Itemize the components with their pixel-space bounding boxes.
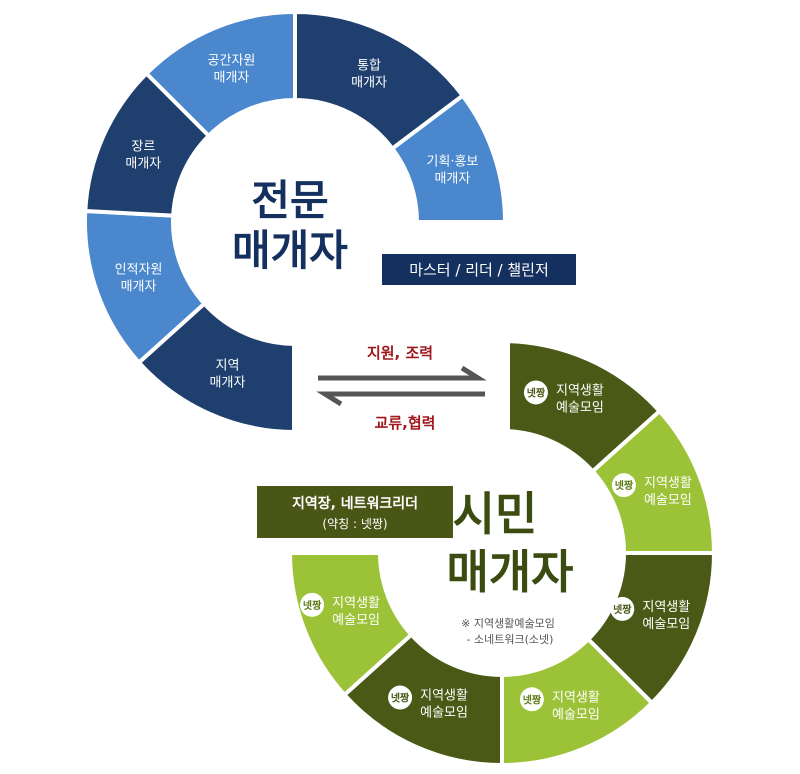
citizen-segment-label-line1: 지역생활	[552, 690, 600, 705]
expert-title-line1: 전문	[251, 176, 328, 225]
citizen-segment-label-line1: 지역생활	[332, 596, 380, 611]
expert-segment-label-line2: 매개자	[210, 376, 246, 391]
citizen-segment-label-line2: 예술모임	[644, 493, 692, 508]
citizen-title-line1: 시민	[453, 487, 538, 541]
arrow-left-icon	[316, 391, 485, 407]
expert-segment-label-line2: 매개자	[125, 156, 161, 171]
citizen-tag-line1: 지역장, 네트워크리더	[291, 495, 419, 512]
netjjang-badge	[519, 687, 544, 712]
expert-segment-label-line1: 인적자원	[115, 262, 163, 277]
netjjang-badge-text: 넷짱	[391, 692, 410, 705]
citizen-segment-label-line2: 예술모임	[552, 707, 600, 722]
citizen-segment-label-line1: 지역생활	[420, 689, 468, 704]
expert-tag-text: 마스터 / 리더 / 챌린저	[409, 261, 549, 279]
expert-segment-label-line1: 공간자원	[208, 54, 256, 69]
expert-center	[173, 100, 417, 344]
citizen-segment-label-line1: 지역생활	[644, 476, 692, 491]
citizen-segment-label-line2: 예술모임	[420, 706, 468, 721]
netjjang-badge-text: 넷짱	[523, 693, 542, 706]
expert-segment-label-line2: 매개자	[121, 279, 157, 294]
expert-segment-label-line2: 매개자	[351, 75, 387, 90]
expert-title-line2: 매개자	[232, 226, 348, 275]
expert-segment-label-line1: 지역	[216, 359, 240, 374]
netjjang-badge	[611, 473, 636, 498]
expert-segment-label-line1: 통합	[357, 58, 381, 73]
citizen-segment-label-line2: 예술모임	[556, 400, 604, 415]
citizen-tag: 지역장, 네트워크리더 (약칭 : 넷짱)	[257, 486, 453, 538]
netjjang-badge-text: 넷짱	[613, 603, 632, 616]
citizen-segment-label-line1: 지역생활	[556, 383, 604, 398]
expert-segment-label-line2: 매개자	[214, 71, 250, 86]
netjjang-badge	[523, 380, 548, 405]
netjjang-badge-text: 넷짱	[615, 479, 634, 492]
netjjang-badge-text: 넷짱	[527, 386, 546, 399]
exchange-area	[292, 330, 510, 440]
netjjang-badge-text: 넷짱	[303, 599, 322, 612]
citizen-note-line1: ※ 지역생활예술모임	[461, 616, 555, 630]
expert-segment-label-line2: 매개자	[434, 171, 470, 186]
netjjang-badge	[300, 592, 325, 617]
citizen-tag-line2: (약칭 : 넷짱)	[322, 516, 388, 531]
citizen-segment-label-line2: 예술모임	[642, 617, 690, 632]
citizen-segment-label-line1: 지역생활	[642, 600, 690, 615]
exchange-bottom-label: 교류,협력	[375, 414, 436, 432]
expert-tag: 마스터 / 리더 / 챌린저	[382, 254, 576, 285]
expert-segment-label-line1: 장르	[131, 139, 155, 154]
netjjang-badge	[610, 596, 635, 621]
citizen-title-line2: 매개자	[447, 545, 574, 599]
netjjang-badge	[388, 685, 413, 710]
citizen-note-line2: - 소네트워크(소넷)	[467, 633, 554, 646]
arrow-right-icon	[318, 365, 487, 381]
citizen-segment-label-line2: 예술모임	[332, 613, 380, 628]
exchange-top-label: 지원, 조력	[367, 344, 433, 362]
expert-segment-label-line1: 기획·홍보	[426, 154, 478, 169]
